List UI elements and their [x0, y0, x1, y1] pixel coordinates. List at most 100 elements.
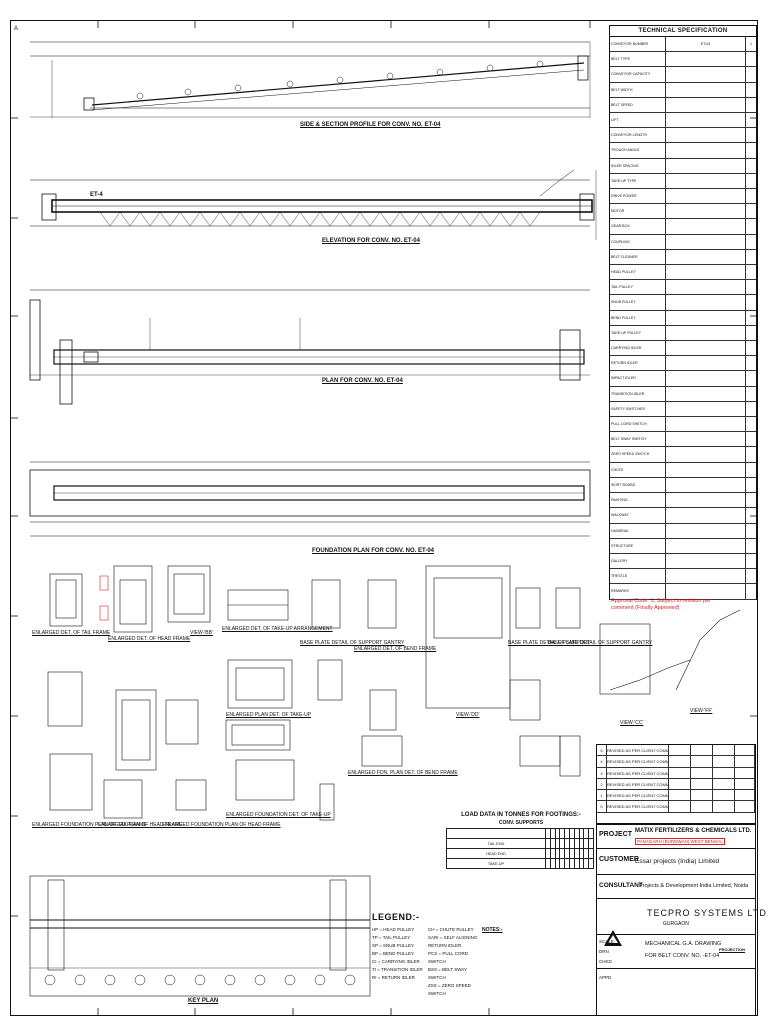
- conveyor-tag: ET-4: [90, 192, 103, 198]
- spec-cell: [746, 295, 756, 309]
- spec-cell: [746, 402, 756, 416]
- spec-cell: STRUCTURE: [610, 538, 666, 553]
- drawing-sheet-border: [10, 20, 758, 1016]
- drawing-title-line2: FOR BELT CONV. NO. -ET-04: [645, 953, 720, 959]
- project-name: MATIX FERTILIZERS & CHEMICALS LTD.: [635, 828, 752, 834]
- spec-row: SNUB PULLEY: [610, 295, 756, 311]
- spec-cell: [666, 219, 746, 234]
- revision-cell: [713, 778, 735, 790]
- spec-row: TROUGH ANGLE: [610, 143, 756, 159]
- legend-item: CH = CHUTE PULLEY: [428, 927, 474, 932]
- legend-title: LEGEND:-: [372, 912, 420, 922]
- spec-cell: IDLER SPACING: [610, 158, 666, 173]
- legend-item: BP = BEND PULLEY: [372, 951, 415, 956]
- detail-title: VIEW-'BB': [190, 630, 213, 636]
- load-data-table: LOAD DATA IN TONNES FOR FOOTINGS:- CONV.…: [446, 812, 596, 928]
- spec-cell: [746, 159, 756, 173]
- spec-row: BELT TYPE: [610, 52, 756, 68]
- spec-cell: [746, 143, 756, 157]
- spec-cell: [746, 387, 756, 401]
- detail-title: ENLARGED DET. OF TAKE-UP ARRANGEMENT: [222, 626, 333, 632]
- revision-cell: 1: [597, 790, 607, 801]
- spec-cell: [746, 235, 756, 249]
- spec-cell: [746, 326, 756, 340]
- revision-cell: [669, 767, 691, 778]
- detail-title: ENLARGED PLAN DET. OF TAKE-UP: [226, 712, 312, 718]
- spec-cell: [666, 52, 746, 67]
- spec-cell: MOTOR: [610, 204, 666, 219]
- spec-row: BELT SPEED: [610, 97, 756, 114]
- revision-cell: [669, 745, 691, 756]
- load-header-row: [446, 828, 594, 839]
- spec-cell: CARRYING IDLER: [610, 341, 666, 356]
- load-data-title: LOAD DATA IN TONNES FOR FOOTINGS:-: [461, 812, 581, 818]
- consultant-name: Projects & Development India Limited, No…: [639, 883, 749, 889]
- detail-title: ENLARGED DET. OF HEAD FRAME: [108, 636, 191, 642]
- spec-cell: [746, 417, 756, 431]
- load-row: TAIL END: [446, 838, 594, 849]
- spec-row: HANDRAIL: [610, 523, 756, 539]
- spec-row: MOTOR: [610, 204, 756, 220]
- drawing-title-row: SCALE DRN CHKD MECHANICAL G.A. DRAWING F…: [597, 935, 755, 969]
- spec-cell: TAKE-UP PULLEY: [610, 325, 666, 341]
- spec-cell: [666, 401, 746, 417]
- spec-cell: BELT WIDTH: [610, 82, 666, 97]
- spec-cell: [746, 204, 756, 218]
- spec-cell: SKIRT BOARD: [610, 477, 666, 493]
- elevation-view: [30, 169, 597, 240]
- spec-cell: [666, 538, 746, 553]
- detail-title: VIEW-'CC': [620, 720, 644, 726]
- load-cell: [588, 848, 594, 859]
- spec-cell: TROUGH ANGLE: [610, 143, 666, 158]
- legend-item: TP = TAIL PULLEY: [372, 935, 411, 940]
- spec-cell: [666, 447, 746, 462]
- spec-cell: [746, 432, 756, 446]
- spec-cell: [666, 173, 746, 189]
- spec-row: SKIRT BOARD: [610, 477, 756, 494]
- customer-label: CUSTOMER: [599, 856, 639, 863]
- spec-cell: [746, 524, 756, 538]
- spec-cell: [666, 462, 746, 477]
- revision-cell: REVISED AS PER CLIENT COMMENTS: [607, 790, 669, 801]
- spec-cell: [746, 128, 756, 142]
- plan-title: PLAN FOR CONV. NO. ET-04: [322, 378, 403, 384]
- revision-cell: [691, 790, 713, 801]
- spec-row: BEND PULLEY: [610, 310, 756, 326]
- revision-cell: [713, 801, 735, 812]
- spec-cell: [746, 280, 756, 294]
- spec-row: BELT WIDTH: [610, 82, 756, 98]
- spec-cell: [666, 295, 746, 310]
- revision-cell: REVISED AS PER CLIENT COMMENTS: [607, 778, 669, 790]
- revision-cell: REVISED AS PER CLIENT COMMENTS: [607, 745, 669, 756]
- spec-cell: SNUB PULLEY: [610, 295, 666, 310]
- spec-row: WALKWAY: [610, 508, 756, 524]
- legend-item: BSS = BELT SWAY SWITCH: [428, 967, 467, 980]
- detail-title: VIEW-'DD': [456, 712, 480, 718]
- spec-cell: BELT CLEANER: [610, 249, 666, 265]
- spec-cell: [666, 97, 746, 113]
- detail-title: ENLARGED FDN. PLAN DET. OF BEND FRAME: [348, 770, 458, 776]
- spec-cell: TRANSITION IDLER: [610, 386, 666, 401]
- spec-cell: PAINTING: [610, 493, 666, 508]
- scale-label: SCALE: [599, 939, 614, 944]
- detail-title: BASE PLATE DETAIL OF SUPPORT GANTRY: [300, 640, 405, 646]
- key-plan-title: KEY PLAN: [188, 998, 219, 1004]
- spec-cell: [746, 341, 756, 355]
- spec-cell: GEAR BOX: [610, 219, 666, 234]
- detail-title: ENLARGED FOUNDATION DET. OF TAKE-UP: [226, 812, 331, 818]
- load-cell: [588, 838, 594, 849]
- revision-cell: REVISED AS PER CLIENT COMMENTS: [607, 767, 669, 778]
- spec-cell: [666, 128, 746, 143]
- spec-cell: [746, 508, 756, 522]
- revision-cell: [735, 790, 755, 801]
- spec-cell: [746, 189, 756, 203]
- load-cell: TAIL END: [446, 838, 546, 849]
- spec-cell: [666, 204, 746, 219]
- spec-cell: [746, 478, 756, 492]
- spec-cell: BELT SWAY SWITCH: [610, 432, 666, 447]
- spec-cell: [666, 143, 746, 158]
- spec-cell: PULL CORD SWITCH: [610, 417, 666, 432]
- spec-cell: [666, 432, 746, 447]
